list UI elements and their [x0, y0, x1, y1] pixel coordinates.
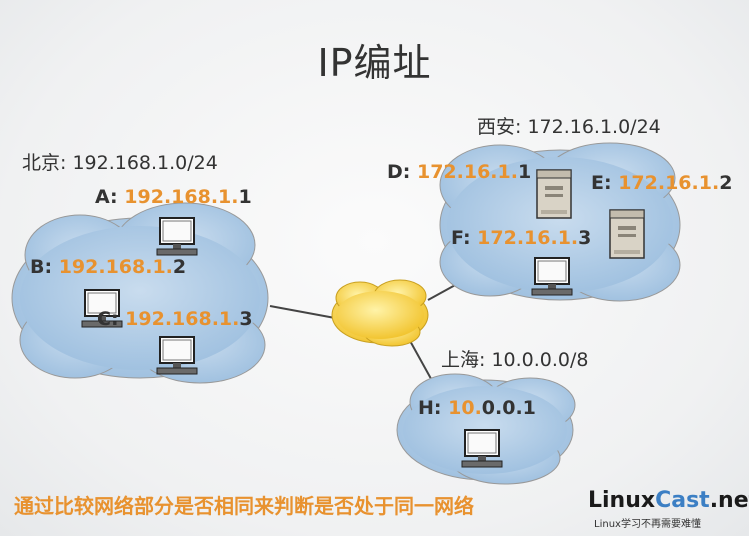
- host-name: E:: [591, 172, 619, 194]
- server-e-icon: [609, 209, 645, 259]
- brand-part2: Cast: [655, 488, 710, 513]
- network-part: 192.168.1.: [124, 186, 239, 208]
- host-name: C:: [97, 308, 126, 330]
- network-part: 172.16.1.: [477, 227, 579, 249]
- host-part: 2: [719, 172, 733, 194]
- network-part: 172.16.1.: [416, 161, 518, 183]
- footer-note: 通过比较网络部分是否相同来判断是否处于同一网络: [14, 494, 474, 518]
- brand-tagline: Linux学习不再需要难懂: [594, 519, 701, 530]
- network-part: 192.168.1.: [125, 308, 240, 330]
- host-name: A:: [95, 186, 125, 208]
- brand-part1: Linux: [588, 488, 656, 513]
- host-part: 2: [172, 256, 187, 278]
- page-title: IP编址: [317, 41, 432, 85]
- brand-part3: .net: [709, 488, 749, 513]
- server-d-icon: [536, 169, 572, 219]
- link-beijing: [269, 305, 336, 319]
- host-h-label: H: 10.0.0.1: [418, 397, 536, 419]
- host-part: 1: [238, 186, 252, 208]
- host-name: B:: [30, 256, 59, 278]
- host-part: 0.0.1: [481, 397, 536, 419]
- network-label-shanghai: 上海: 10.0.0.0/8: [441, 349, 589, 371]
- brand-logo: LinuxCast.net: [588, 488, 749, 513]
- host-part: 3: [578, 227, 592, 249]
- host-a-label: A: 192.168.1.1: [95, 186, 252, 208]
- network-part: 192.168.1.: [58, 256, 173, 278]
- host-b-label: B: 192.168.1.2: [30, 256, 186, 278]
- host-part: 1: [517, 161, 532, 183]
- host-e-label: E: 172.16.1.2: [591, 172, 732, 194]
- pc-c-icon: [156, 336, 198, 375]
- network-part: 172.16.1.: [618, 172, 720, 194]
- host-name: F:: [451, 227, 478, 249]
- network-label-xian: 西安: 172.16.1.0/24: [477, 116, 661, 138]
- host-c-label: C: 192.168.1.3: [97, 308, 253, 330]
- pc-a-icon: [156, 217, 198, 256]
- host-name: D:: [387, 161, 417, 183]
- host-name: H:: [418, 397, 449, 419]
- pc-f-icon: [531, 257, 573, 296]
- network-part: 10.: [448, 397, 482, 419]
- host-f-label: F: 172.16.1.3: [451, 227, 591, 249]
- pc-h-icon: [461, 429, 503, 468]
- network-label-beijing: 北京: 192.168.1.0/24: [22, 152, 218, 174]
- host-part: 3: [239, 308, 253, 330]
- host-d-label: D: 172.16.1.1: [387, 161, 531, 183]
